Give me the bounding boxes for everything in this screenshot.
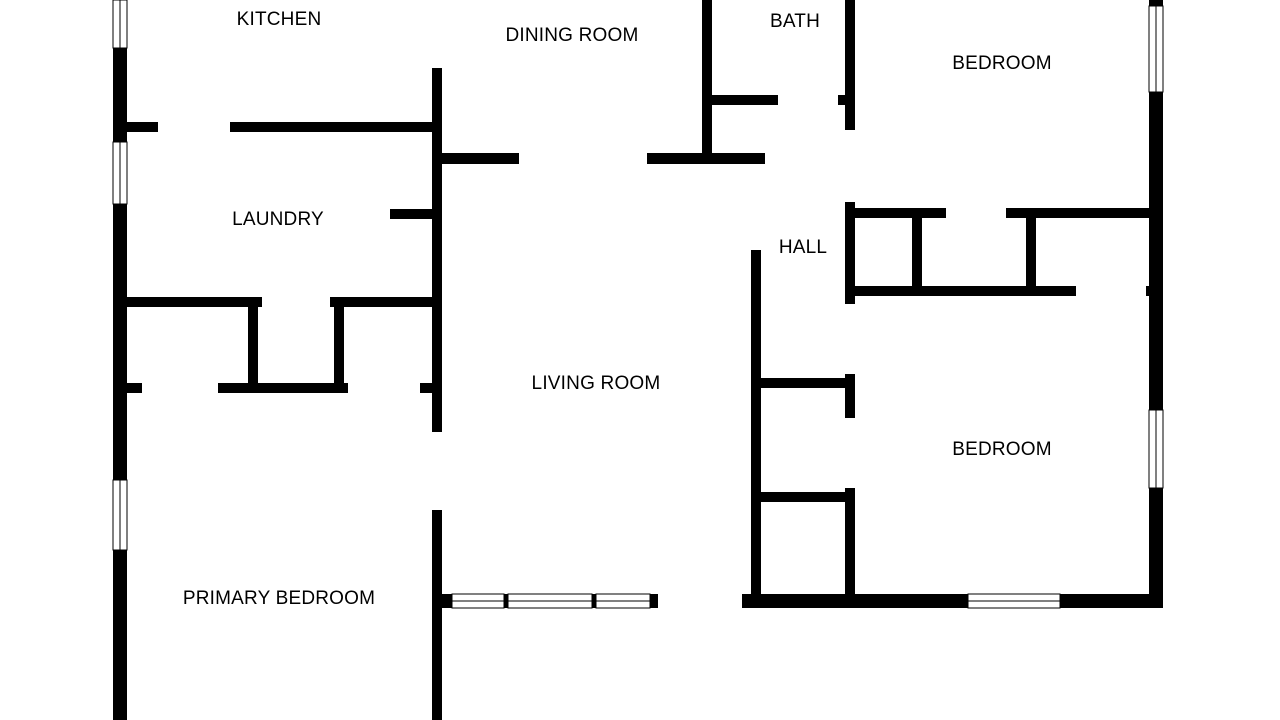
kitchen-dining-wall <box>432 68 442 166</box>
primary-closet-door-left <box>142 382 218 394</box>
hall-closet-top <box>755 378 850 388</box>
primary-living-door <box>431 432 443 510</box>
kitchen-laundry-door <box>158 121 230 133</box>
closet-divider-right <box>334 300 344 390</box>
room-label-bedroom-lower: BEDROOM <box>952 439 1052 460</box>
room-label-bath: BATH <box>770 11 820 32</box>
left-exterior-wall <box>113 0 127 720</box>
closet-divider-left <box>248 300 258 390</box>
living-hall-wall <box>751 250 761 605</box>
room-label-living-room: LIVING ROOM <box>532 373 661 394</box>
primary-living-wall <box>432 384 442 720</box>
bath-door <box>778 94 838 106</box>
hall-bedroom-wall-lower <box>845 374 855 418</box>
bedroom-closet-divider-right <box>1026 212 1036 294</box>
hall-lower-bedroom-door <box>844 304 856 374</box>
kitchen-laundry-wall <box>120 122 440 132</box>
bath-bedroom-gap <box>844 130 856 202</box>
openings <box>142 94 1146 609</box>
closet-bottom-wall <box>120 383 440 393</box>
hall-closet-bottom <box>755 492 850 502</box>
laundry-living-wall <box>432 122 442 432</box>
dining-living-opening <box>519 152 647 165</box>
lower-bedroom-upper-wall <box>848 286 1158 296</box>
room-labels: KITCHEN DINING ROOM BATH BEDROOM LAUNDRY… <box>183 9 1052 609</box>
room-label-kitchen: KITCHEN <box>237 9 322 30</box>
bath-bedroom-wall <box>845 0 855 130</box>
walls <box>113 0 1163 720</box>
room-label-hall: HALL <box>779 237 827 258</box>
primary-closet-door-right <box>348 382 420 394</box>
lower-bedroom-closet-door <box>1076 285 1146 297</box>
room-label-primary-bedroom: PRIMARY BEDROOM <box>183 588 375 609</box>
room-label-dining-room: DINING ROOM <box>505 25 638 46</box>
bedroom-closet-divider-left <box>912 212 922 294</box>
windows <box>112 0 1164 609</box>
hall-bedroom-wall-upper <box>845 202 855 304</box>
dining-bath-wall <box>702 0 712 160</box>
laundry-closet-door <box>262 296 330 308</box>
front-entry-door <box>658 593 742 609</box>
upper-bedroom-closet-door <box>946 207 1006 219</box>
room-label-bedroom-upper: BEDROOM <box>952 53 1052 74</box>
laundry-stub-wall <box>390 209 438 219</box>
room-label-laundry: LAUNDRY <box>232 209 324 230</box>
hall-closet-wall <box>845 488 855 605</box>
hall-closet-door <box>844 418 856 488</box>
